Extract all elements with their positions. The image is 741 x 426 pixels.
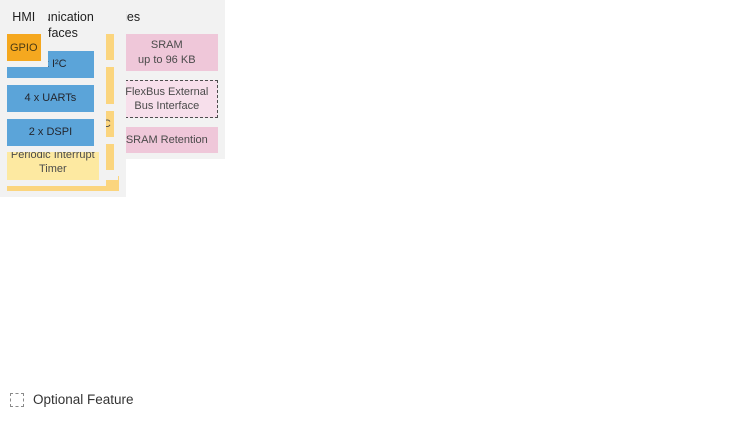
panel-hmi-title: HMI: [12, 10, 36, 24]
block-uarts: 4 x UARTs: [7, 84, 94, 112]
optional-feature-dashed-box-icon: [10, 392, 24, 407]
block-sram: SRAM up to 96 KB: [115, 34, 219, 71]
hmi-block-stack: GPIO: [7, 34, 41, 62]
block-flexbus-external-bus-interface: FlexBus External Bus Interface: [115, 79, 219, 119]
legend-optional-feature: Optional Feature: [10, 392, 134, 407]
block-gpio: GPIO: [7, 34, 41, 62]
legend-label: Optional Feature: [33, 392, 134, 407]
block-sram-retention: SRAM Retention: [115, 127, 219, 154]
panel-hmi: HMI GPIO: [0, 0, 48, 68]
block-dspi: 2 x DSPI: [7, 118, 94, 146]
